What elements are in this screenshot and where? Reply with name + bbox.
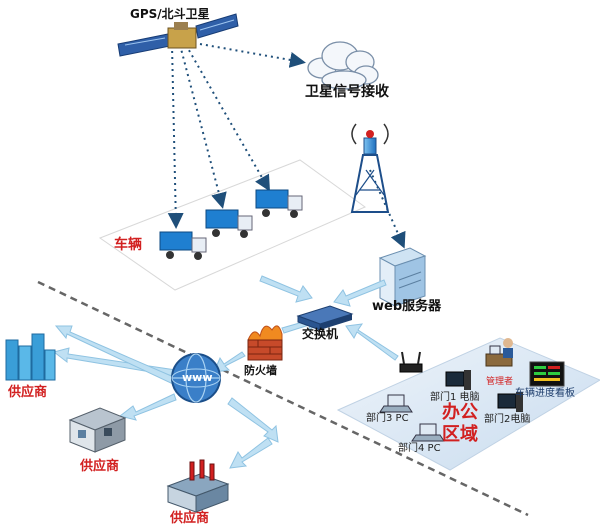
web-server-label: web服务器 — [372, 299, 442, 314]
dept1-pc-label: 部门1 电脑 — [430, 392, 480, 403]
truck-icon — [159, 231, 207, 260]
manager-label: 管理者 — [486, 377, 514, 387]
office-area-label-1: 办公 — [442, 402, 478, 423]
satellite-links — [167, 43, 306, 229]
dashboard-icon — [529, 361, 565, 387]
cloud-icon — [307, 41, 379, 90]
supplier-label-3: 供应商 — [170, 511, 210, 526]
satellite-icon — [117, 13, 239, 57]
switch-icon — [296, 305, 354, 331]
laptop-icon — [379, 394, 413, 413]
laptop-icon — [411, 423, 445, 442]
pc-icon — [497, 392, 523, 412]
truck-icon — [255, 189, 303, 218]
router-icon — [399, 351, 423, 373]
building-icon — [5, 333, 56, 381]
dept3-pc-label: 部门3 PC — [366, 413, 409, 424]
vehicles-label: 车辆 — [114, 237, 142, 253]
vehicle-board-label: 车辆进度看板 — [515, 388, 575, 399]
globe-icon — [171, 353, 221, 403]
divider-line — [37, 280, 529, 517]
dept2-pc-label: 部门2电脑 — [484, 414, 531, 425]
supplier-label-2: 供应商 — [80, 459, 120, 474]
supplier-label-1: 供应商 — [8, 385, 48, 400]
manager-icon — [485, 338, 513, 367]
satellite-label: GPS/北斗卫星 — [130, 7, 210, 21]
firewall-label: 防火墙 — [244, 364, 277, 377]
signal-receiver-label: 卫星信号接收 — [305, 84, 389, 100]
dept4-pc-label: 部门4 PC — [398, 443, 441, 454]
switch-label: 交换机 — [302, 327, 339, 341]
building-icon — [68, 407, 127, 453]
firewall-icon — [247, 325, 283, 361]
truck-icon — [205, 209, 253, 238]
internet-label: www — [182, 371, 213, 384]
pc-icon — [445, 370, 471, 390]
server-icon — [378, 247, 427, 307]
factory-icon — [166, 459, 230, 513]
office-area-label-2: 区域 — [442, 424, 478, 445]
tower-icon — [350, 123, 390, 213]
